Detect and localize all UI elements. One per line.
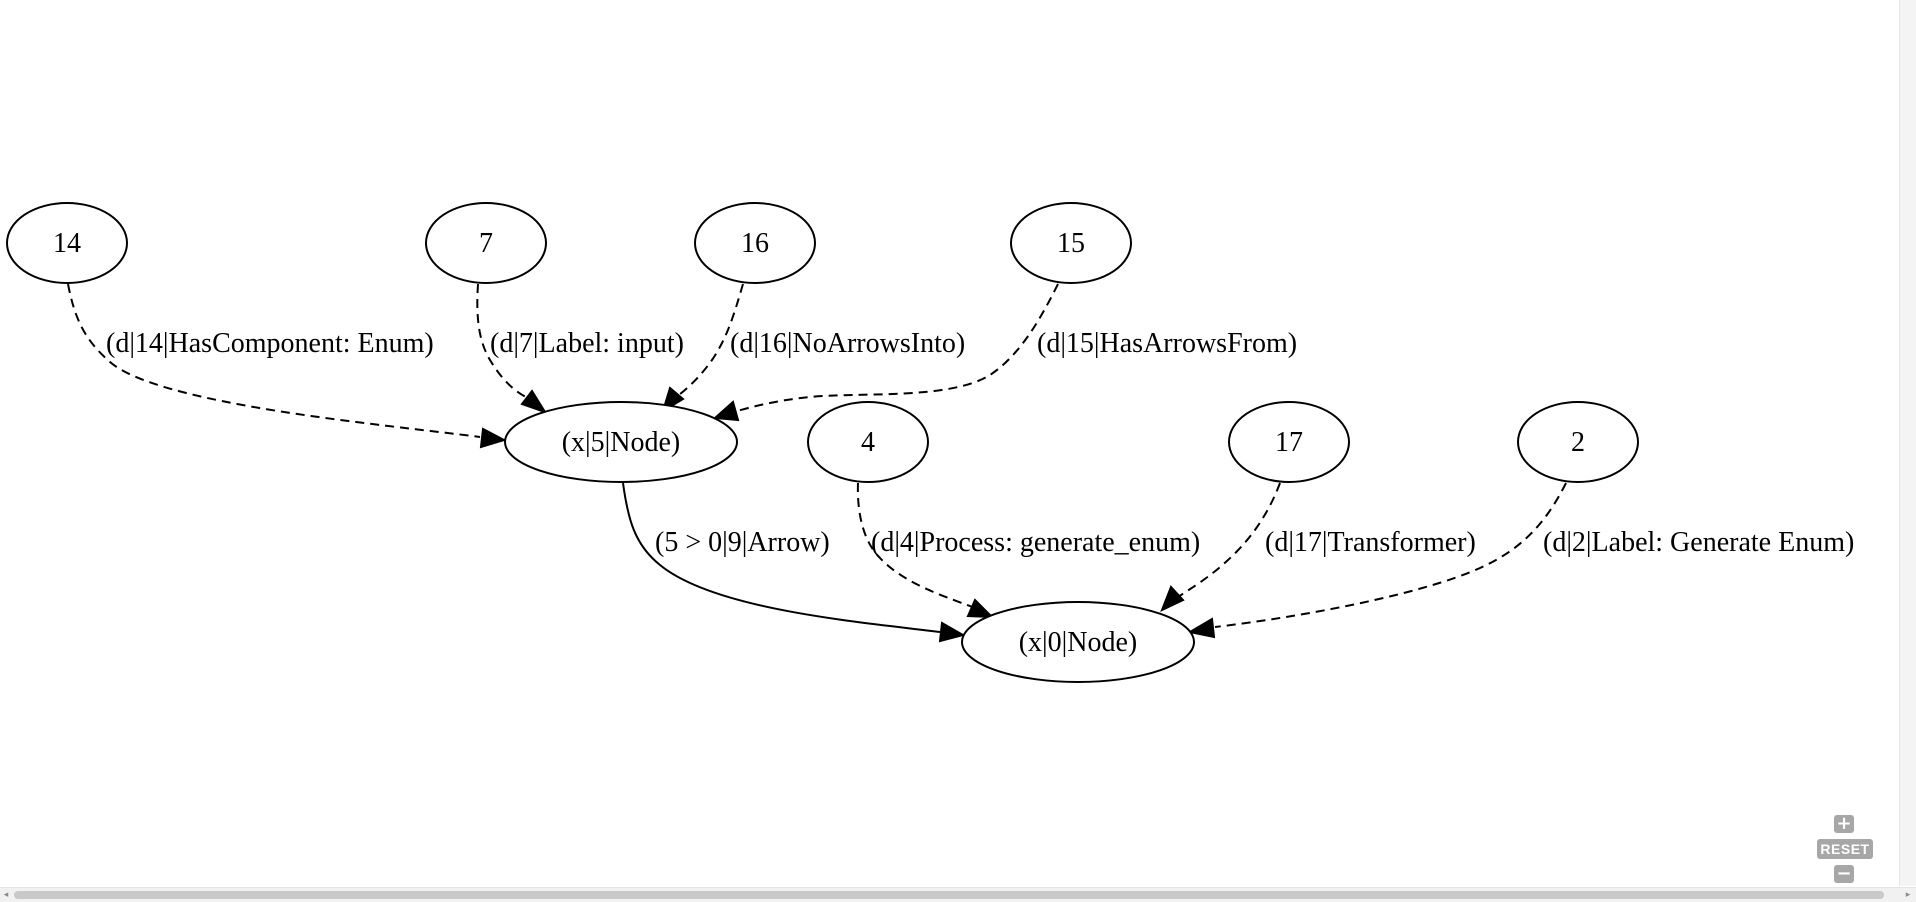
- arrowhead: [1187, 617, 1216, 639]
- edge-line: [736, 283, 1059, 412]
- edge-line: [1214, 482, 1567, 628]
- edge-label-4: (d|4|Process: generate_enum): [871, 527, 1200, 558]
- scroll-left-arrow-icon[interactable]: ◂: [3, 890, 9, 900]
- edge-line: [67, 283, 481, 438]
- edge-label-14: (d|14|HasComponent: Enum): [106, 328, 434, 359]
- edge-line: [674, 283, 744, 399]
- node-label: 14: [53, 228, 81, 259]
- node-label: (x|0|Node): [1019, 627, 1138, 658]
- zoom-in-button[interactable]: +: [1834, 815, 1854, 833]
- graph-viewport[interactable]: (d|14|HasComponent: Enum) (d|7|Label: in…: [0, 0, 1900, 890]
- edge-15-to-x5: (d|15|HasArrowsFrom): [712, 283, 1297, 422]
- vertical-scrollbar[interactable]: [1899, 0, 1916, 886]
- zoom-controls: + RESET −: [1817, 815, 1873, 885]
- node-label: (x|5|Node): [562, 427, 681, 458]
- edge-label-x5-x0: (5 > 0|9|Arrow): [655, 527, 830, 558]
- arrowhead: [520, 389, 548, 414]
- node-x5[interactable]: (x|5|Node): [504, 401, 738, 483]
- node-16[interactable]: 16: [694, 202, 816, 284]
- horizontal-scrollbar-thumb[interactable]: [14, 891, 1884, 899]
- arrowhead: [1160, 585, 1185, 612]
- edge-line: [856, 482, 976, 609]
- node-7[interactable]: 7: [425, 202, 547, 284]
- edge-2-to-x0: (d|2|Label: Generate Enum): [1187, 482, 1854, 639]
- edge-label-15: (d|15|HasArrowsFrom): [1037, 328, 1297, 359]
- zoom-out-button[interactable]: −: [1834, 865, 1854, 883]
- edge-line: [476, 283, 529, 399]
- edge-label-17: (d|17|Transformer): [1265, 527, 1476, 558]
- edge-line: [1177, 482, 1281, 598]
- edge-label-16: (d|16|NoArrowsInto): [730, 328, 965, 359]
- node-4[interactable]: 4: [807, 401, 929, 483]
- node-label: 7: [479, 228, 493, 259]
- edge-line: [622, 482, 941, 633]
- node-2[interactable]: 2: [1517, 401, 1639, 483]
- scroll-right-arrow-icon[interactable]: ▸: [1905, 890, 1911, 900]
- node-x0[interactable]: (x|0|Node): [961, 601, 1195, 683]
- edge-7-to-x5: (d|7|Label: input): [476, 283, 684, 414]
- edge-4-to-x0: (d|4|Process: generate_enum): [856, 482, 1200, 619]
- edge-label-2: (d|2|Label: Generate Enum): [1543, 527, 1854, 558]
- arrowhead: [479, 427, 507, 449]
- arrowhead: [712, 400, 740, 422]
- edge-label-7: (d|7|Label: input): [490, 328, 684, 359]
- arrowhead: [938, 621, 966, 643]
- node-label: 16: [741, 228, 769, 259]
- reset-zoom-button[interactable]: RESET: [1817, 839, 1873, 859]
- node-label: 15: [1057, 228, 1085, 259]
- node-label: 17: [1275, 427, 1303, 458]
- edge-x5-to-x0: (5 > 0|9|Arrow): [622, 482, 966, 643]
- arrowhead: [966, 598, 995, 619]
- node-label: 2: [1571, 427, 1585, 458]
- edge-16-to-x5: (d|16|NoArrowsInto): [661, 283, 965, 414]
- edge-17-to-x0: (d|17|Transformer): [1160, 482, 1476, 612]
- node-label: 4: [861, 427, 875, 458]
- node-14[interactable]: 14: [6, 202, 128, 284]
- edge-14-to-x5: (d|14|HasComponent: Enum): [67, 283, 507, 449]
- node-15[interactable]: 15: [1010, 202, 1132, 284]
- node-17[interactable]: 17: [1228, 401, 1350, 483]
- horizontal-scrollbar[interactable]: ◂ ▸: [0, 887, 1916, 902]
